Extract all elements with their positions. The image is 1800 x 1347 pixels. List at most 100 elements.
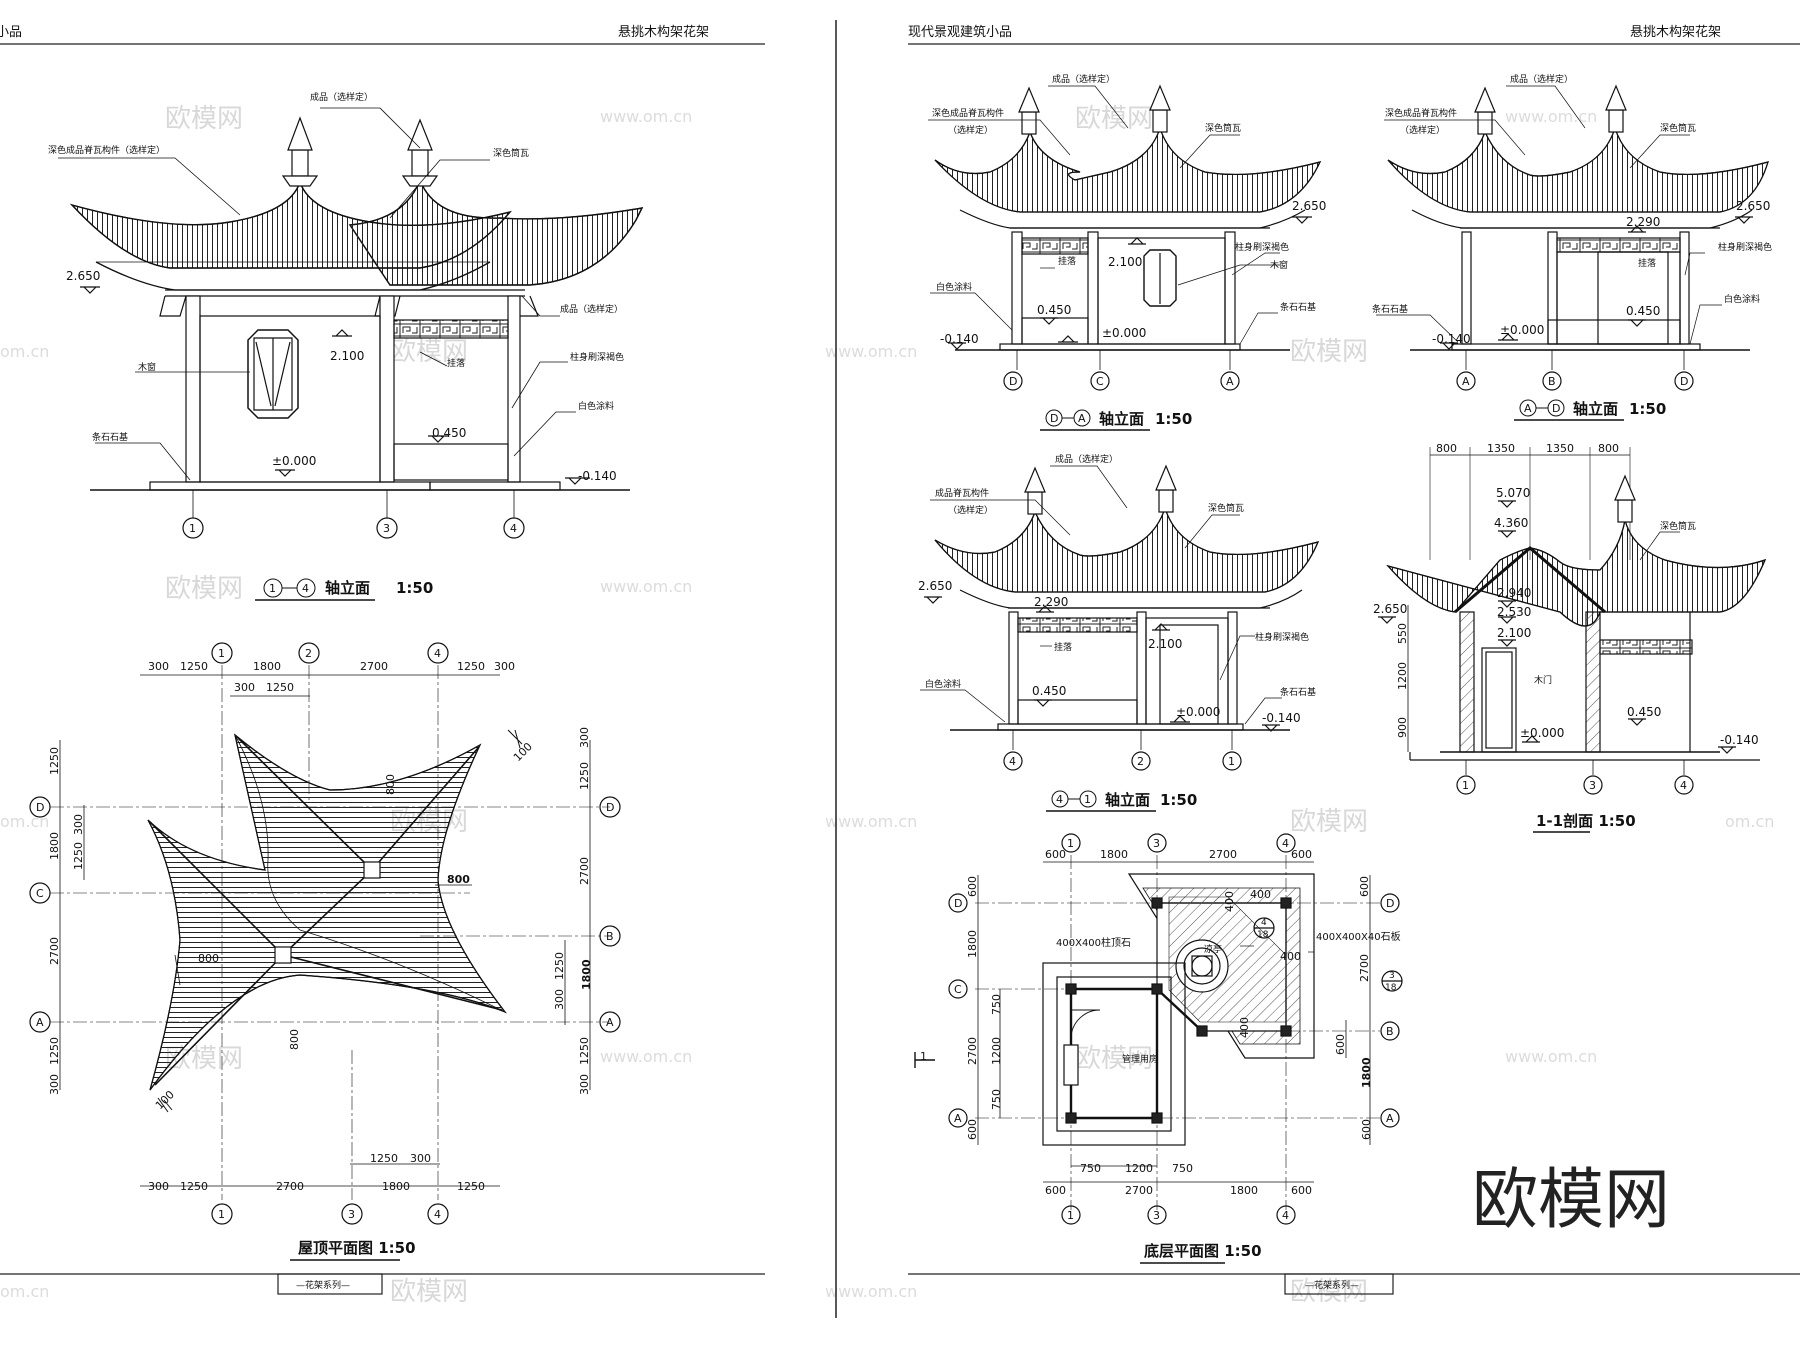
watermarks: 欧模网 www.om.cn 欧模网 www.om.cn om.cn 欧模网 ww… xyxy=(0,104,1774,1307)
level-low: -0.140 xyxy=(940,332,979,346)
dim-top: 2700 xyxy=(1209,848,1237,861)
dim-bottom: 1800 xyxy=(382,1180,410,1193)
title-axis-end: A xyxy=(1078,412,1086,425)
dim-left-sub: 300 xyxy=(72,814,85,835)
elevation-A-D xyxy=(1376,84,1769,391)
label-finial: 成品（选样定） xyxy=(1055,453,1118,465)
axis-bubble: 4 xyxy=(1282,1209,1289,1222)
label-white-paint: 白色涂料 xyxy=(578,400,614,412)
title-axis-start: A xyxy=(1524,402,1532,415)
ground-plan xyxy=(914,833,1403,1225)
dim-inner: 400 xyxy=(1280,950,1301,963)
axis-bubble: 4 xyxy=(1009,755,1016,768)
label-pavilion: 凉亭 xyxy=(1204,943,1222,955)
axis-bubble: D xyxy=(36,801,44,814)
drawing-scale: 1:50 xyxy=(396,579,433,597)
dim-right: 600 xyxy=(1360,1119,1373,1140)
ground-plan-text: 600 1800 2700 600 600 2700 1800 600 750 … xyxy=(920,837,1401,1264)
dim-left: 1250 xyxy=(48,747,61,775)
level-ridge-top: 5.070 xyxy=(1496,486,1530,500)
dim-left: 900 xyxy=(1396,717,1409,738)
elevation-4-1-title: 4 1 轴立面 1:50 xyxy=(1046,790,1197,812)
label-white-paint: 白色涂料 xyxy=(925,678,961,690)
sheet-footer: —花架系列— xyxy=(296,1279,350,1291)
dim-top: 600 xyxy=(1045,848,1066,861)
dim-bottom-sub: 1250 xyxy=(370,1152,398,1165)
watermark-url: www.om.cn xyxy=(600,1047,692,1066)
level-door-head: 2.100 xyxy=(1497,626,1531,640)
axis-bubble: D xyxy=(606,801,614,814)
label-ridge-tile: 深色成品脊瓦构件（选样定） xyxy=(48,144,165,156)
label-barrel-tile: 深色筒瓦 xyxy=(1660,520,1696,532)
drawing-title: 轴立面 xyxy=(1099,410,1144,428)
section-1-1 xyxy=(1378,447,1767,795)
dim-bottom: 600 xyxy=(1045,1184,1066,1197)
level-window: 2.100 xyxy=(1148,637,1182,651)
watermark-text: 欧模网 xyxy=(1075,1044,1153,1074)
watermark-text: 欧模网 xyxy=(1075,104,1153,134)
level-step: 0.450 xyxy=(432,426,466,440)
dim-right: 1250 xyxy=(578,1037,591,1065)
watermark-text: 欧模网 xyxy=(1290,337,1368,367)
dim-top: 1250 xyxy=(457,660,485,673)
label-ridge-tile-note: （选样定） xyxy=(948,124,993,136)
roof-plan xyxy=(29,642,621,1225)
axis-bubble: 3 xyxy=(1153,837,1160,850)
label-column-paint: 柱身刷深褐色 xyxy=(1235,241,1289,253)
dim-inner: 400 xyxy=(1223,891,1236,912)
label-ridge-tile: 深色成品脊瓦构件 xyxy=(932,107,1004,119)
dim-inner: 800 xyxy=(198,952,219,965)
label-hanging-fret: 挂落 xyxy=(1638,257,1656,269)
dim-bottom: 300 xyxy=(148,1180,169,1193)
label-management-room: 管理用房 xyxy=(1122,1053,1158,1065)
drawing-title: 底层平面图 1:50 xyxy=(1144,1242,1262,1260)
section-cut-mark: 1 xyxy=(920,1050,927,1063)
watermark-url: www.om.cn xyxy=(1505,1047,1597,1066)
label-wood-door: 木门 xyxy=(1534,674,1552,686)
drawing-scale: 1:50 xyxy=(1155,410,1192,428)
axis-bubble: A xyxy=(1462,375,1470,388)
dim-top: 2700 xyxy=(360,660,388,673)
dim-top: 1800 xyxy=(253,660,281,673)
label-ridge-tile-note: （选样定） xyxy=(948,504,993,516)
level-low: -0.140 xyxy=(1720,733,1759,747)
label-barrel-tile: 深色筒瓦 xyxy=(1205,122,1241,134)
drawing-title: 轴立面 xyxy=(1105,791,1150,809)
label-column-paint: 柱身刷深褐色 xyxy=(1255,631,1309,643)
dim-left: 600 xyxy=(966,1119,979,1140)
axis-bubble: B xyxy=(1386,1025,1394,1038)
level-zero: ±0.000 xyxy=(272,454,316,468)
axis-bubble: 3 xyxy=(1153,1209,1160,1222)
dim-top-sub: 1250 xyxy=(266,681,294,694)
axis-bubble: 4 xyxy=(434,1208,441,1221)
label-finial: 成品（选样定） xyxy=(1052,73,1115,85)
title-axis-start: 4 xyxy=(1056,793,1063,806)
axis-bubble: D xyxy=(1386,897,1394,910)
dim-right: 300 xyxy=(578,1074,591,1095)
label-stone-base: 条石石基 xyxy=(1372,303,1408,315)
sheet-header-left: 小品 xyxy=(0,25,22,40)
title-axis-start: D xyxy=(1050,412,1058,425)
elevation-D-A-text: 成品（选样定） 深色成品脊瓦构件 （选样定） 深色筒瓦 挂落 柱身刷深褐色 木窗… xyxy=(932,73,1326,431)
label-white-paint: 白色涂料 xyxy=(1724,293,1760,305)
axis-bubble: 4 xyxy=(1680,779,1687,792)
dim-left-sub: 1200 xyxy=(990,1037,1003,1065)
watermark-url: www.om.cn xyxy=(600,107,692,126)
watermark-url: om.cn xyxy=(0,342,49,361)
axis-bubble: A xyxy=(606,1016,614,1029)
roof-plan-text: 300 1250 1800 2700 1250 300 300 1250 300… xyxy=(36,647,614,1261)
label-stone-base: 条石石基 xyxy=(1280,301,1316,313)
level-eave: 2.650 xyxy=(1736,199,1770,213)
elevation-A-D-title: A D 轴立面 1:50 xyxy=(1514,399,1666,421)
detail-ref-sheet: 18 xyxy=(1385,983,1397,993)
dim-top: 1350 xyxy=(1546,442,1574,455)
dim-inner: 400 xyxy=(1238,1017,1251,1038)
dim-bottom: 1250 xyxy=(180,1180,208,1193)
axis-bubble: C xyxy=(954,983,962,996)
axis-bubble: C xyxy=(1096,375,1104,388)
level-eave: 2.650 xyxy=(918,579,952,593)
dim-bottom-sub: 750 xyxy=(1080,1162,1101,1175)
dim-inner: 800 xyxy=(384,774,397,795)
watermark-text: 欧模网 xyxy=(1290,807,1368,837)
watermark-url: www.om.cn xyxy=(825,342,917,361)
